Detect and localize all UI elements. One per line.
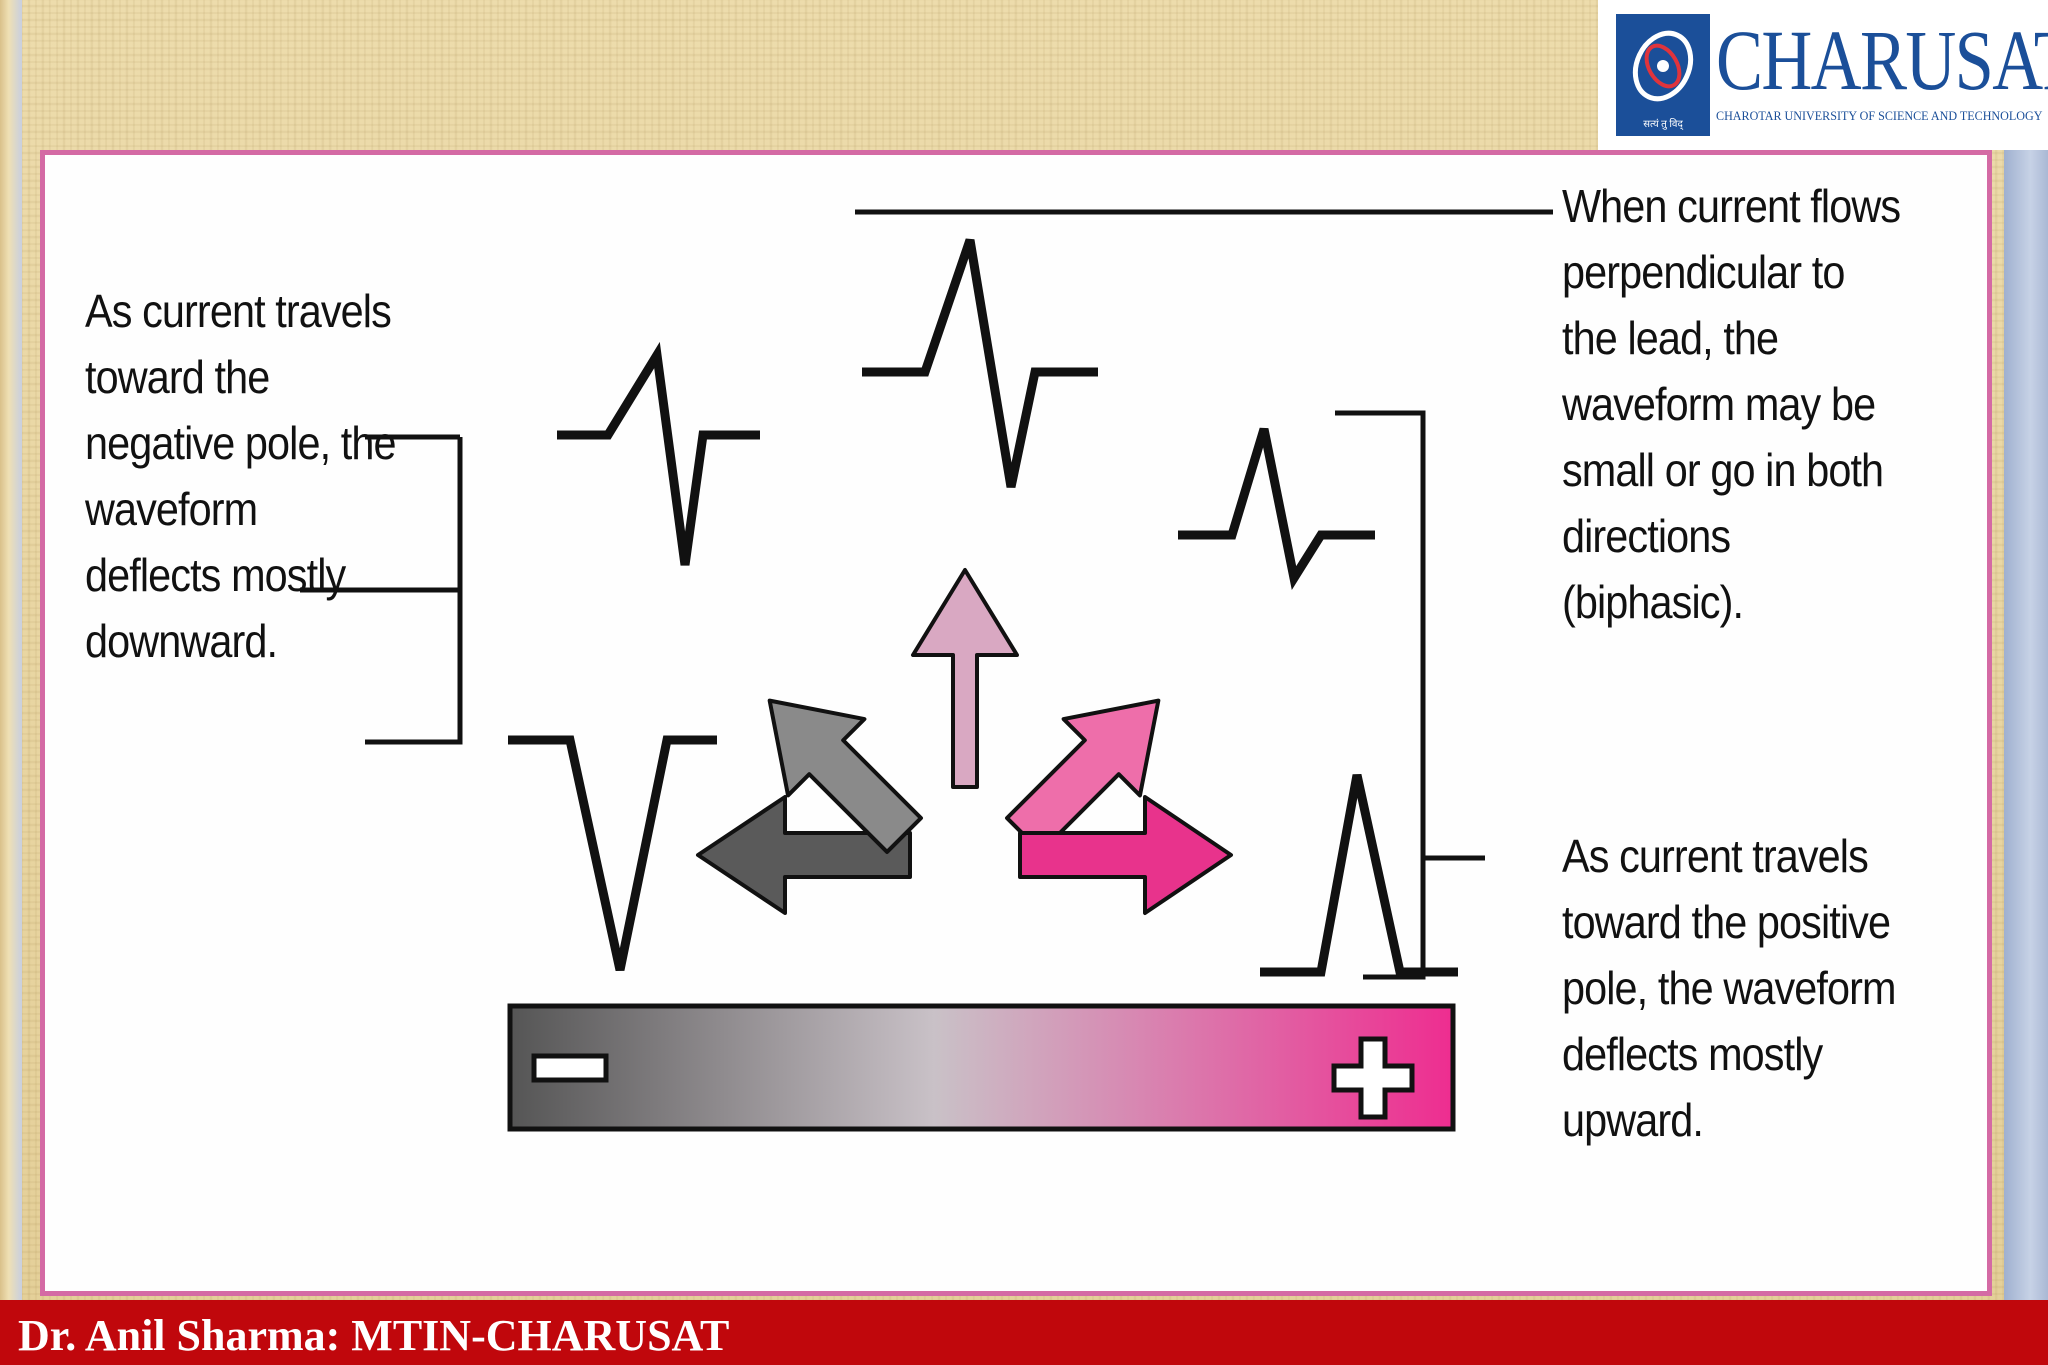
callout-lines	[300, 209, 1553, 980]
charusat-logo: सत्यं तु विद् CHARUSAT CHAROTAR UNIVERSI…	[1598, 0, 2048, 150]
ecg-lead-diagram	[300, 209, 1553, 1132]
caption-line: (biphasic).	[1562, 576, 1744, 628]
caption-line: deflects mostly	[85, 549, 346, 601]
waveform-small-negative	[557, 341, 760, 566]
caption-line: When current flows	[1562, 180, 1901, 232]
perpendicular-caption: When current flows perpendicular to the …	[1562, 173, 1901, 635]
caption-line: small or go in both	[1562, 444, 1884, 496]
caption-line: deflects mostly	[1562, 1028, 1823, 1080]
diagram-panel: As current travels toward the negative p…	[40, 150, 1992, 1296]
caption-line: toward the positive	[1562, 896, 1891, 948]
right-bracket	[1335, 410, 1426, 980]
caption-line: upward.	[1562, 1094, 1704, 1146]
caption-line: waveform may be	[1562, 378, 1876, 430]
right-decorative-stripe	[2004, 150, 2048, 1300]
logo-subtitle: CHAROTAR UNIVERSITY OF SCIENCE AND TECHN…	[1716, 108, 2043, 123]
waveforms	[508, 238, 1458, 977]
negative-pole-caption: As current travels toward the negative p…	[85, 278, 397, 674]
lead-bar	[507, 1003, 1456, 1132]
footer-author: Dr. Anil Sharma: MTIN-CHARUSAT	[18, 1311, 730, 1360]
caption-line: pole, the waveform	[1562, 962, 1896, 1014]
lead-gradient-bar	[507, 1003, 1456, 1132]
waveform-biphasic-large	[862, 238, 1098, 488]
current-arrows	[696, 568, 1233, 915]
waveform-positive-upward	[1260, 774, 1458, 977]
caption-line: directions	[1562, 510, 1731, 562]
caption-line: As current travels	[1562, 830, 1869, 882]
caption-line: waveform	[85, 483, 258, 535]
caption-line: downward.	[85, 615, 278, 667]
caption-line: perpendicular to	[1562, 246, 1845, 298]
university-emblem-icon: सत्यं तु विद्	[1616, 14, 1710, 136]
left-bracket-lower	[365, 437, 463, 745]
logo-name: CHARUSAT	[1716, 12, 2048, 108]
waveform-deep-negative	[508, 735, 717, 971]
minus-icon	[531, 1053, 609, 1083]
arrow-up	[911, 568, 1019, 789]
caption-line: negative pole, the	[85, 417, 397, 469]
waveform-biphasic-small	[1178, 427, 1375, 590]
arrow-upper-left	[767, 698, 923, 854]
emblem-motto: सत्यं तु विद्	[1643, 119, 1683, 130]
left-decorative-stripe	[0, 0, 22, 1300]
plus-icon	[1331, 1036, 1415, 1120]
footer-bar: Dr. Anil Sharma: MTIN-CHARUSAT	[0, 1300, 2048, 1365]
arrow-upper-right	[1005, 698, 1161, 854]
positive-pole-caption: As current travels toward the positive p…	[1562, 823, 1896, 1153]
arrow-right	[1018, 795, 1233, 915]
caption-line: the lead, the	[1562, 312, 1779, 364]
caption-line: toward the	[85, 351, 270, 403]
caption-line: As current travels	[85, 285, 392, 337]
